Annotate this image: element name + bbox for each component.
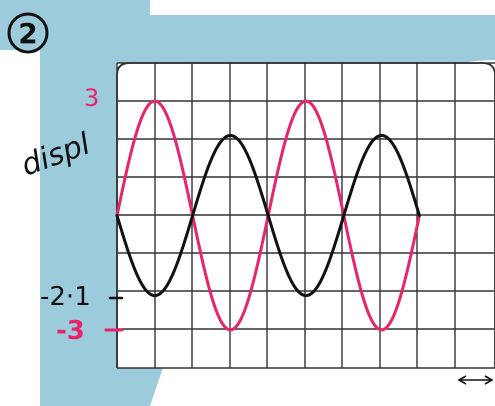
label-minus-3: -3 xyxy=(56,316,85,346)
double-arrow-left-head xyxy=(457,375,467,385)
value-labels: -2·1 -3 xyxy=(40,282,124,346)
wave-black xyxy=(115,133,421,298)
step-number: 2 xyxy=(18,17,37,50)
step-circle xyxy=(7,12,49,54)
double-arrow-right-head xyxy=(484,375,494,385)
grid-area xyxy=(116,62,495,369)
label-plus-3: 3 xyxy=(84,84,99,112)
label-minus-2-1: -2·1 xyxy=(40,282,91,312)
double-arrow-icon xyxy=(457,375,494,385)
waves xyxy=(115,99,421,332)
grid-frame xyxy=(116,62,495,368)
step-badge: 2 xyxy=(7,12,49,54)
